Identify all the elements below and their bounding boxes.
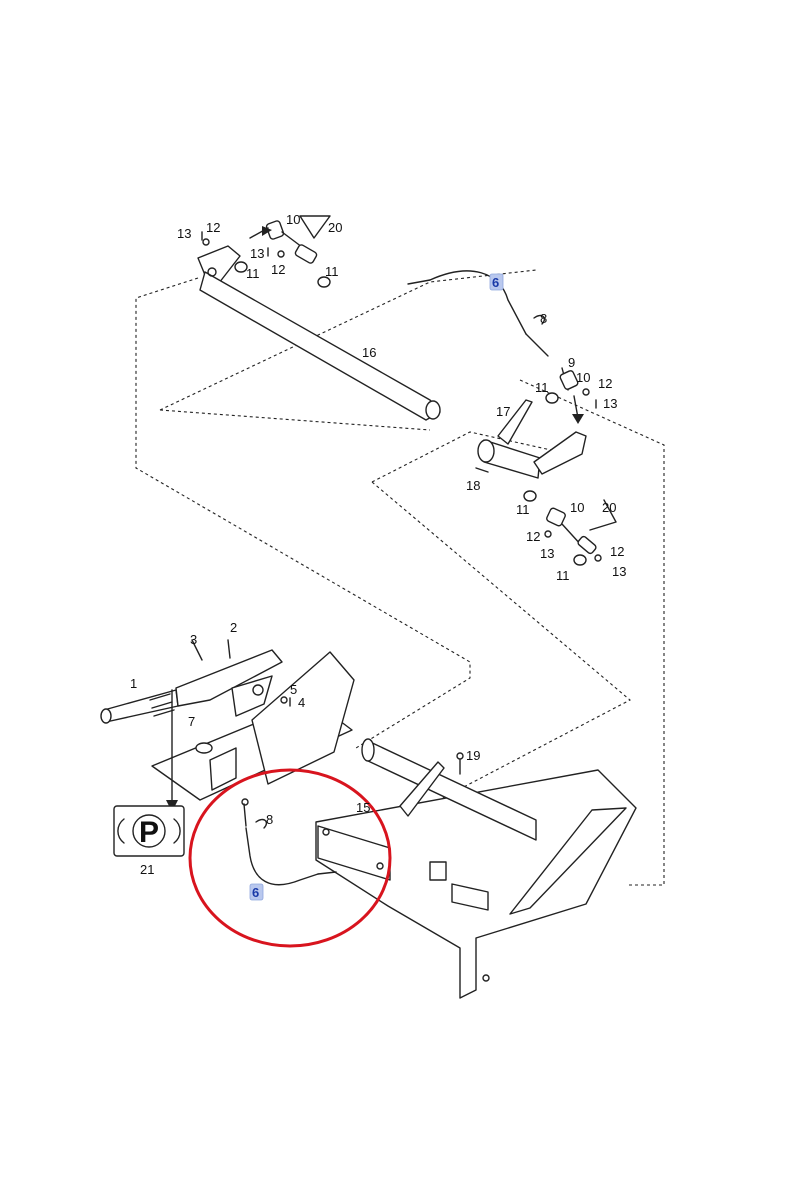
callout-11: 11 (246, 266, 260, 281)
parking-brake-hand-lever (100, 639, 355, 812)
callout-17: 17 (496, 404, 510, 419)
callout-20: 20 (328, 220, 342, 235)
callout-5: 5 (290, 682, 297, 697)
bellcrank-lever (475, 367, 617, 566)
callout-12: 12 (598, 376, 612, 391)
callout-11: 11 (325, 264, 339, 279)
parking-indicator-symbol: P (113, 805, 185, 857)
callout-11: 11 (556, 568, 570, 583)
callout-20: 20 (602, 500, 616, 515)
callout-16: 16 (362, 345, 376, 360)
highlight-ring (188, 768, 392, 948)
callout-15: 15 (356, 800, 370, 815)
callout-10: 10 (570, 500, 584, 515)
callout-2: 2 (230, 620, 237, 635)
callout-12: 12 (206, 220, 220, 235)
parking-symbol-text: P (139, 816, 159, 849)
callout-10: 10 (576, 370, 590, 385)
callout-9: 9 (568, 355, 575, 370)
callout-7: 7 (188, 714, 195, 729)
callout-8: 8 (266, 812, 273, 827)
callout-numbers: 13 12 10 20 13 12 11 11 16 6 8 9 10 11 1… (130, 212, 626, 901)
callout-8: 8 (540, 311, 547, 326)
callout-13: 13 (250, 246, 264, 261)
callout-12: 12 (271, 262, 285, 277)
dashed-guide-lines (135, 269, 665, 886)
callout-6-highlighted: 6 (492, 275, 499, 290)
callout-3: 3 (190, 632, 197, 647)
callout-13: 13 (540, 546, 554, 561)
upper-brake-cable (407, 270, 549, 357)
callout-highlight-box (489, 273, 504, 291)
callout-21: 21 (140, 862, 154, 877)
callout-12: 12 (610, 544, 624, 559)
upper-clevis-assembly (201, 215, 331, 288)
callout-10: 10 (286, 212, 300, 227)
callout-1: 1 (130, 676, 137, 691)
callout-6-highlighted: 6 (252, 885, 259, 900)
callout-highlight-box (249, 883, 264, 901)
pedal-frame (315, 738, 637, 999)
callout-18: 18 (466, 478, 480, 493)
lower-brake-cable (241, 798, 337, 886)
callout-4: 4 (298, 695, 305, 710)
callout-19: 19 (466, 748, 480, 763)
callout-13: 13 (603, 396, 617, 411)
callout-12: 12 (526, 529, 540, 544)
callout-11: 11 (516, 502, 530, 517)
callout-13: 13 (177, 226, 191, 241)
callout-13: 13 (612, 564, 626, 579)
callout-11: 11 (535, 380, 549, 395)
cross-shaft (197, 245, 441, 421)
